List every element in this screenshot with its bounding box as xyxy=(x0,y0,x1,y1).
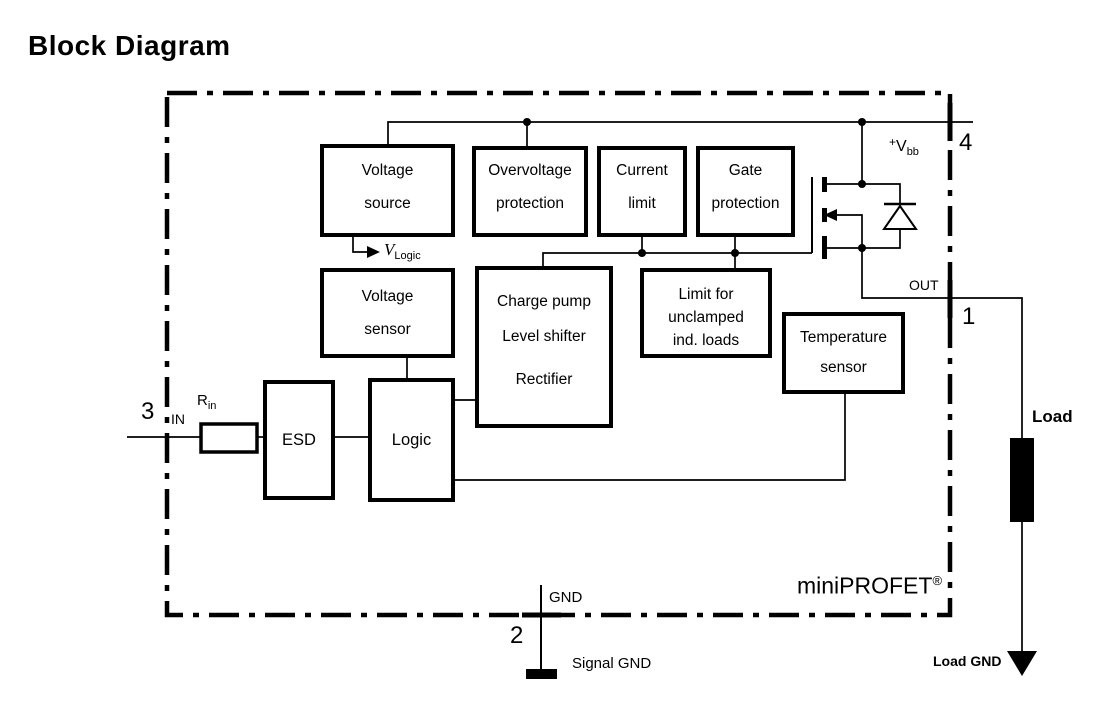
block-current-limit: Current limit xyxy=(597,146,687,237)
body-diode xyxy=(882,202,918,230)
block-line: protection xyxy=(711,195,780,212)
gate-rail-wire xyxy=(542,252,812,268)
signal-gnd-symbol xyxy=(526,669,557,679)
drain-wire xyxy=(827,183,901,204)
junction-dot xyxy=(858,180,866,188)
block-gate-protection: Gate protection xyxy=(696,146,795,237)
block-line: Logic xyxy=(391,430,432,449)
rin-symbol: R xyxy=(197,392,208,409)
block-line: limit xyxy=(628,195,656,212)
block-line: source xyxy=(364,195,411,212)
block-temperature-sensor: Temperature sensor xyxy=(782,312,905,394)
block-line: ind. loads xyxy=(672,332,740,349)
rin-subscript: in xyxy=(207,400,217,412)
block-logic: Logic xyxy=(368,378,455,502)
vbb-plus: + xyxy=(889,135,897,149)
block-line: Current xyxy=(616,162,668,179)
vlogic-subscript: Logic xyxy=(394,250,421,262)
brand-name: miniPROFET xyxy=(797,572,933,599)
block-overvoltage-protection: Overvoltage protection xyxy=(472,146,588,237)
page-title: Block Diagram xyxy=(28,30,231,61)
junction-dot xyxy=(523,118,531,126)
block-charge-pump: Charge pump Level shifter Rectifier xyxy=(475,266,613,428)
signal-gnd-label: Signal GND xyxy=(572,655,652,672)
logic-tempsensor-wire xyxy=(455,394,846,481)
block-line: Level shifter xyxy=(502,328,586,345)
block-esd: ESD xyxy=(263,380,335,500)
mosfet-body-arrowhead xyxy=(824,209,837,221)
block-line: Temperature xyxy=(799,329,887,346)
junction-dot xyxy=(638,249,646,257)
pin-3-number: 3 xyxy=(141,398,155,425)
mosfet-symbol xyxy=(811,177,827,259)
block-line: ESD xyxy=(282,430,316,449)
pin-4-number: 4 xyxy=(959,129,973,156)
block-line: Voltage xyxy=(361,162,414,179)
vlogic-label: VLogic xyxy=(384,240,421,262)
registered-trademark-symbol: ® xyxy=(932,573,943,588)
vbb-label: +Vbb xyxy=(889,134,919,159)
junction-dot xyxy=(731,249,739,257)
block-unclamped-limit: Limit for unclamped ind. loads xyxy=(640,268,772,358)
block-line: sensor xyxy=(364,321,411,338)
out-wire xyxy=(861,248,1023,438)
source-wire xyxy=(827,229,901,249)
out-label: OUT xyxy=(909,277,939,293)
body-wire xyxy=(835,214,863,248)
load-resistor xyxy=(1010,438,1034,522)
rin-resistor xyxy=(199,422,259,454)
vbb-symbol: V xyxy=(896,138,907,155)
in-label: IN xyxy=(171,411,185,427)
gnd-label: GND xyxy=(549,589,583,606)
block-voltage-sensor: Voltage sensor xyxy=(320,268,455,358)
block-line: Rectifier xyxy=(515,371,573,388)
diode-triangle xyxy=(882,204,918,230)
load-gnd-label: Load GND xyxy=(933,653,1002,669)
junction-dot xyxy=(858,118,866,126)
block-voltage-source: Voltage source xyxy=(320,144,455,237)
vbb-rail-wire xyxy=(387,121,973,146)
pin-1-number: 1 xyxy=(962,303,976,330)
load-gnd-arrowhead xyxy=(1007,651,1037,676)
brand-label: miniPROFET® xyxy=(797,573,943,597)
block-line: Voltage xyxy=(361,288,414,305)
block-line: protection xyxy=(495,195,565,212)
block-line: Overvoltage xyxy=(488,162,572,179)
block-line: unclamped xyxy=(668,309,744,326)
block-line: Limit for xyxy=(678,286,734,303)
wires xyxy=(127,121,1023,669)
vbb-subscript: bb xyxy=(906,146,919,159)
block-line: sensor xyxy=(820,359,867,376)
load-label: Load xyxy=(1032,407,1073,426)
vlogic-symbol: V xyxy=(384,240,395,259)
rin-label: Rin xyxy=(197,392,217,412)
junction-dot xyxy=(858,244,866,252)
block-line: Gate xyxy=(728,162,763,179)
pin-2-number: 2 xyxy=(510,622,524,649)
vlogic-wire xyxy=(352,237,368,253)
block-line: Charge pump xyxy=(497,293,591,310)
vlogic-arrowhead xyxy=(367,246,380,258)
